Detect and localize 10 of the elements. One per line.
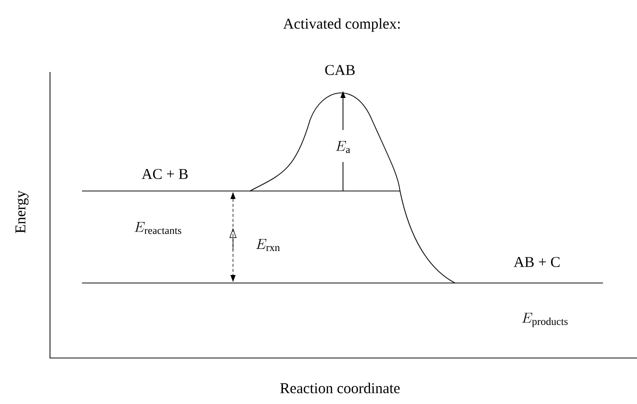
state-label: CAB	[325, 64, 355, 76]
energy-label: $E_{\mathrm{rxn}}$	[256, 239, 280, 251]
axis-label: Reaction coordinate	[280, 382, 400, 394]
energy-label: $E_{\mathrm{a}}$	[336, 140, 350, 154]
state-label: AB + C	[514, 256, 560, 268]
state-label: AC + B	[142, 168, 188, 180]
energy-label: $E_{\mathrm{products}}$	[522, 312, 568, 328]
annotation-label: Activated complex:	[283, 18, 400, 32]
energy-label: $E_{\mathrm{reactants}}$	[134, 222, 182, 234]
axis-label: Energy	[15, 190, 29, 234]
